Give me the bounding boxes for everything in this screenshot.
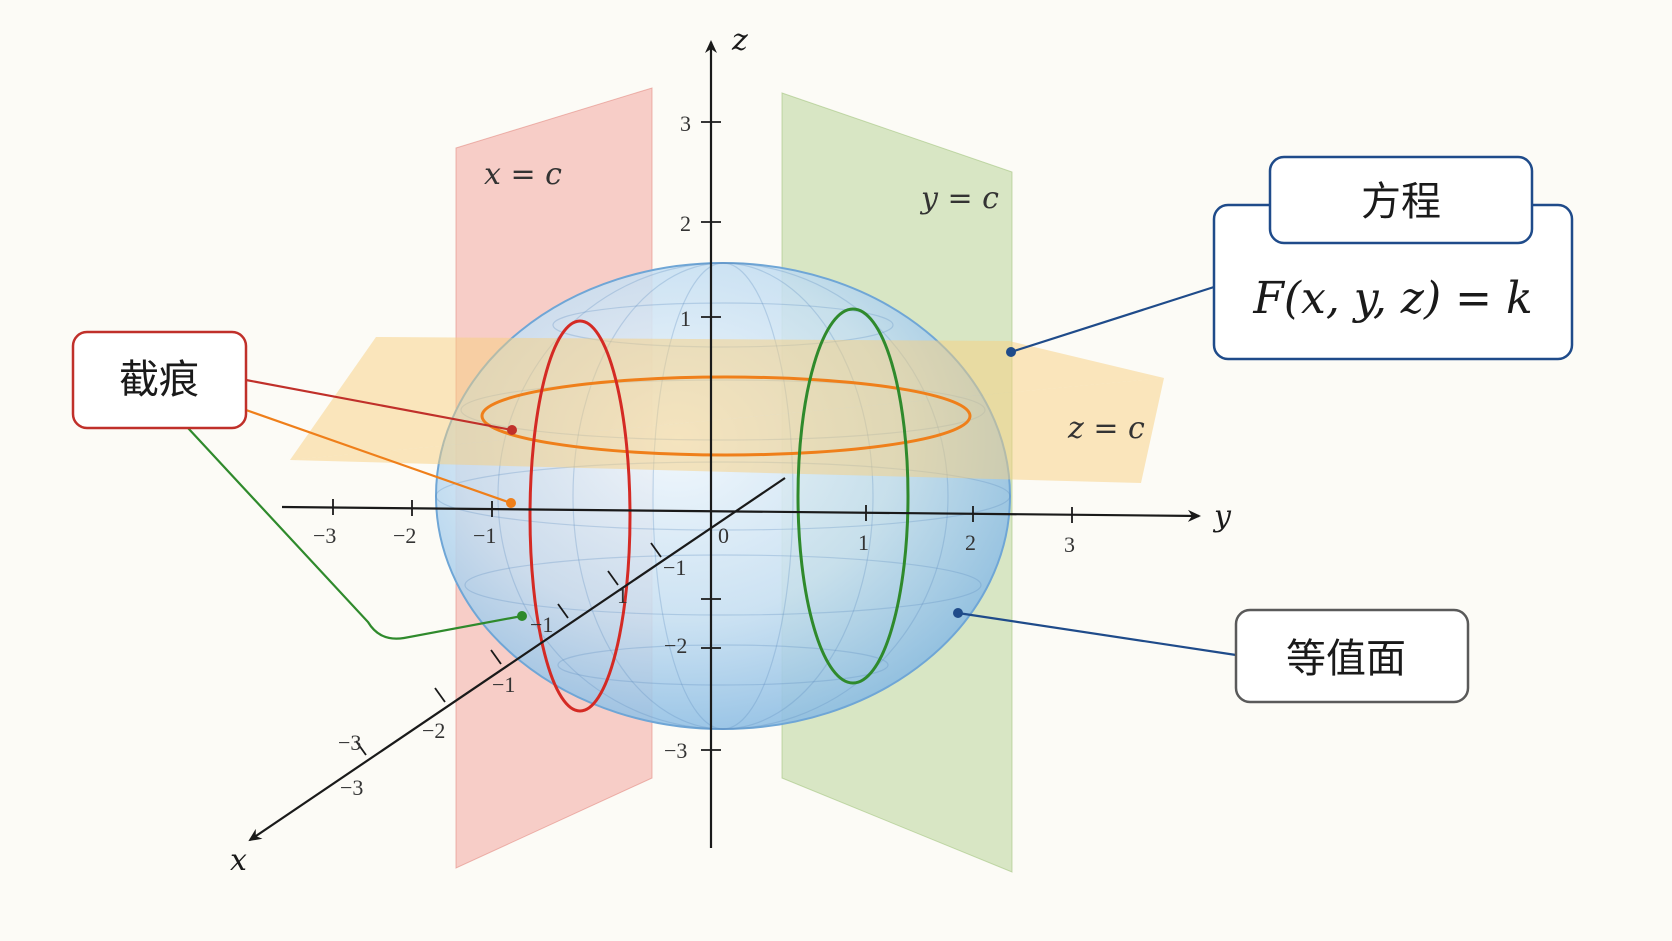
trace-callout-label: 截痕: [119, 357, 199, 403]
equation-callout-title: 方程: [1361, 179, 1441, 225]
trace-leader-dot-green: [517, 611, 527, 621]
x-tick-label: −1: [492, 672, 515, 697]
y-tick-label: 2: [965, 530, 976, 555]
z-tick-label: −1: [663, 555, 686, 580]
z-trace: [480, 375, 972, 457]
x-plane-label: x = c: [484, 157, 562, 192]
level-surface-leader-dot: [953, 608, 963, 618]
y-axis: [281, 505, 1201, 522]
z-plane-front: [290, 378, 1164, 483]
y-axis-label: y: [1212, 499, 1232, 534]
origin-label: 0: [718, 523, 729, 548]
axes: [248, 40, 1201, 848]
z-tick-label: −2: [664, 633, 687, 658]
x-axis-label: x: [230, 843, 247, 878]
trace-leader-dot-red: [507, 425, 517, 435]
z-plane-label: z = c: [1067, 411, 1145, 446]
y-tick-label: −2: [393, 523, 416, 548]
y-plane-label: y = c: [919, 181, 999, 216]
level-surface-leader: [957, 611, 1237, 657]
x-tick-label: −3: [338, 730, 361, 755]
y-trace: [796, 307, 910, 685]
level-surface: [435, 262, 1011, 730]
level-surface-callout: 等值面: [1234, 608, 1470, 704]
z-tick-label: −3: [664, 738, 687, 763]
x-tick-label: 1: [617, 583, 628, 608]
y-tick-label: −3: [313, 523, 336, 548]
level-surface-callout-label: 等值面: [1286, 636, 1406, 682]
equation-leader: [1010, 285, 1215, 354]
y-tick-label: 3: [1064, 532, 1075, 557]
y-tick-label: 1: [858, 530, 869, 555]
equation-callout-formula: F(x, y, z) = k: [1252, 273, 1532, 324]
x-trace: [528, 319, 632, 713]
y-tick-label: −1: [473, 523, 496, 548]
z-axis-label: z: [731, 23, 748, 58]
z-tick-label: 3: [680, 111, 691, 136]
equation-leader-dot: [1006, 347, 1016, 357]
trace-callout: 截痕: [71, 330, 248, 430]
trace-leader-dot-orange: [506, 498, 516, 508]
x-axis: [248, 477, 786, 842]
x-tick-label: −1: [530, 612, 553, 637]
trace-leaders: [187, 378, 523, 640]
x-tick-label: −2: [422, 718, 445, 743]
z-tick-label: 2: [680, 211, 691, 236]
equation-callout: 方程 F(x, y, z) = k: [1212, 155, 1574, 361]
axis-tick-marks: [332, 121, 1073, 756]
z-tick-label: 1: [680, 306, 691, 331]
x-tick-label: −3: [340, 775, 363, 800]
